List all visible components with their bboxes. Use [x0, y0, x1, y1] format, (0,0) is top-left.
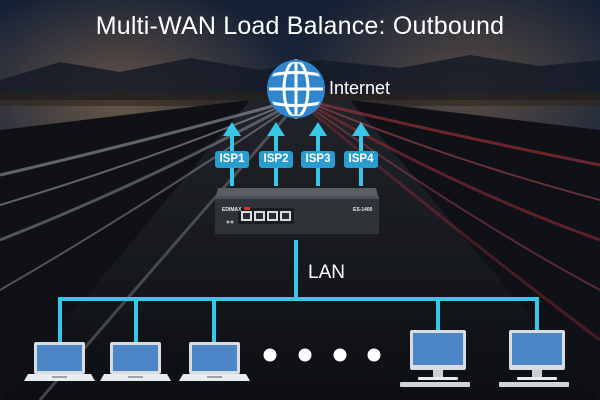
desktop-icon	[400, 330, 470, 387]
laptop-icon	[24, 342, 95, 381]
globe-icon	[267, 59, 325, 119]
more-devices-dots	[263, 348, 381, 362]
laptop-icon	[100, 342, 171, 381]
device-model: ES-1400	[353, 207, 373, 213]
desktop-icon	[499, 330, 569, 387]
internet-label: Internet	[329, 78, 391, 98]
router-icon	[215, 188, 379, 238]
isp-badge-1: ISP1	[215, 151, 249, 168]
isp-badge-3: ISP3	[301, 151, 335, 168]
lan-lines	[58, 240, 539, 342]
isp-badge-4: ISP4	[344, 151, 378, 168]
page-title: Multi-WAN Load Balance: Outbound	[95, 12, 505, 40]
isp-badge-2: ISP2	[259, 151, 293, 168]
laptop-icon	[179, 342, 250, 381]
device-brand: EDIMAX	[222, 207, 242, 213]
lan-label: LAN	[308, 262, 345, 283]
